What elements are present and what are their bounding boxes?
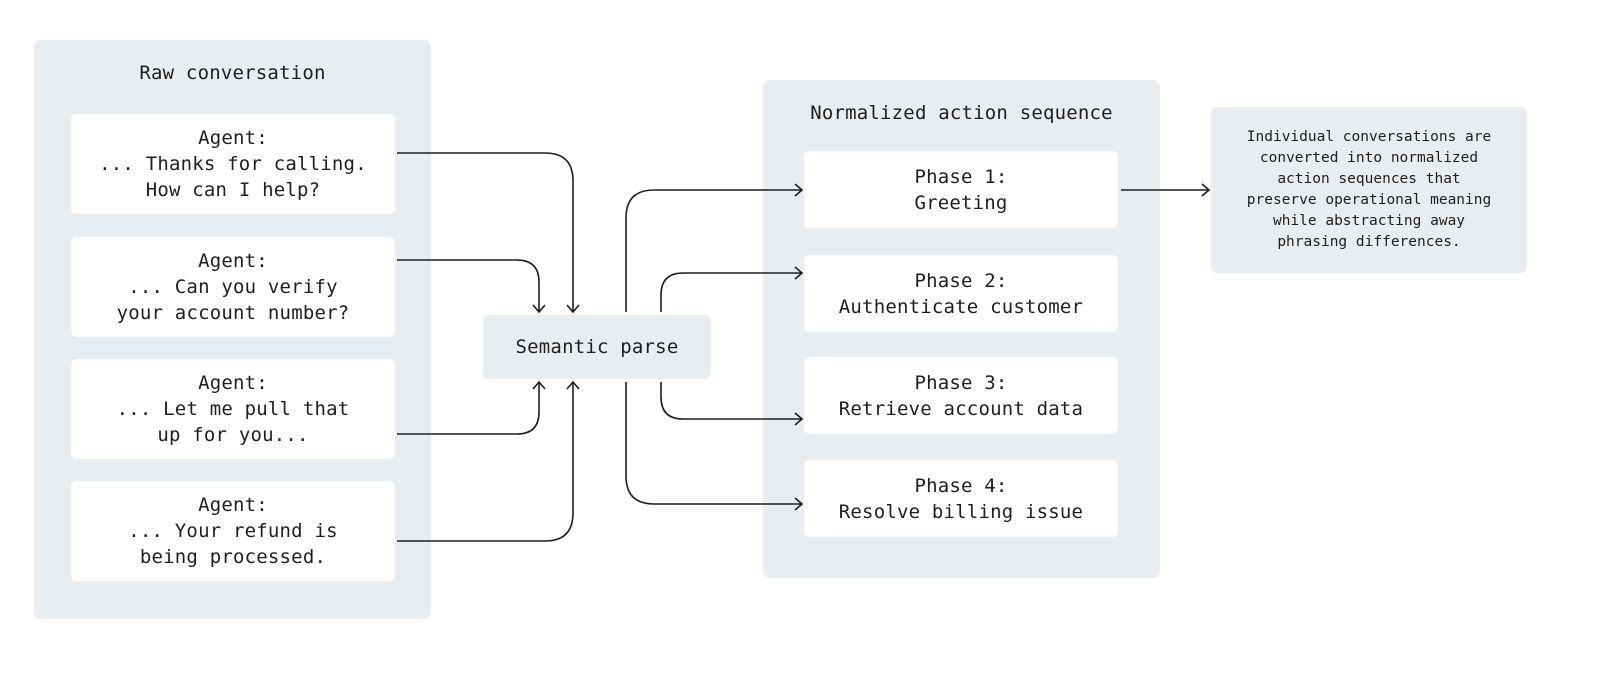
raw-card-text: up for you... [157, 424, 309, 446]
raw-card-speaker: Agent: [198, 250, 268, 272]
arrow-head [566, 304, 580, 314]
arrow-head [566, 380, 580, 390]
note-line: converted into normalized [1259, 150, 1479, 166]
raw-card-text: ... Your refund is [128, 520, 338, 542]
raw-card-2: Agent: ... Can you verify your account n… [71, 237, 395, 337]
arrow-head [1201, 183, 1211, 197]
note-line: Individual conversations are [1246, 129, 1492, 145]
raw-card-4: Agent: ... Your refund is being processe… [71, 481, 395, 581]
raw-card-speaker: Agent: [198, 372, 268, 394]
raw-card-text: ... Let me pull that [116, 398, 350, 420]
phase-action: Greeting [914, 191, 1008, 214]
phase-card-3: Phase 3: Retrieve account data [804, 357, 1118, 434]
phase-number: Phase 1: [914, 165, 1008, 188]
phase-number: Phase 3: [914, 371, 1008, 394]
raw-card-text: being processed. [139, 546, 327, 568]
normalized-sequence-title: Normalized action sequence [810, 102, 1113, 124]
phase-number: Phase 2: [914, 269, 1008, 292]
raw-card-3: Agent: ... Let me pull that up for you..… [71, 359, 395, 459]
note-line: while abstracting away [1272, 213, 1466, 229]
phase-action: Authenticate customer [838, 295, 1084, 318]
explanation-note: Individual conversations are converted i… [1211, 107, 1527, 273]
semantic-parse-label: Semantic parse [515, 336, 679, 358]
phase-action: Resolve billing issue [838, 500, 1084, 523]
raw-card-text: ... Thanks for calling. [99, 153, 367, 175]
phase-card-2: Phase 2: Authenticate customer [804, 255, 1118, 332]
note-line: phrasing differences. [1277, 234, 1461, 250]
arrow-head [532, 304, 546, 314]
note-line: preserve operational meaning [1246, 192, 1492, 208]
phase-number: Phase 4: [914, 474, 1008, 497]
raw-card-speaker: Agent: [198, 127, 268, 149]
phase-card-1: Phase 1: Greeting [804, 151, 1118, 228]
raw-card-text: ... Can you verify [128, 276, 338, 298]
raw-card-1: Agent: ... Thanks for calling. How can I… [71, 114, 395, 214]
arrow-head [532, 380, 546, 390]
note-line: action sequences that [1277, 171, 1461, 187]
raw-card-text: How can I help? [145, 179, 321, 201]
phase-action: Retrieve account data [838, 397, 1084, 420]
raw-card-text: your account number? [116, 302, 350, 324]
raw-conversation-title: Raw conversation [139, 62, 326, 84]
semantic-parse-box: Semantic parse [483, 315, 711, 379]
phase-card-4: Phase 4: Resolve billing issue [804, 460, 1118, 537]
raw-card-speaker: Agent: [198, 494, 268, 516]
